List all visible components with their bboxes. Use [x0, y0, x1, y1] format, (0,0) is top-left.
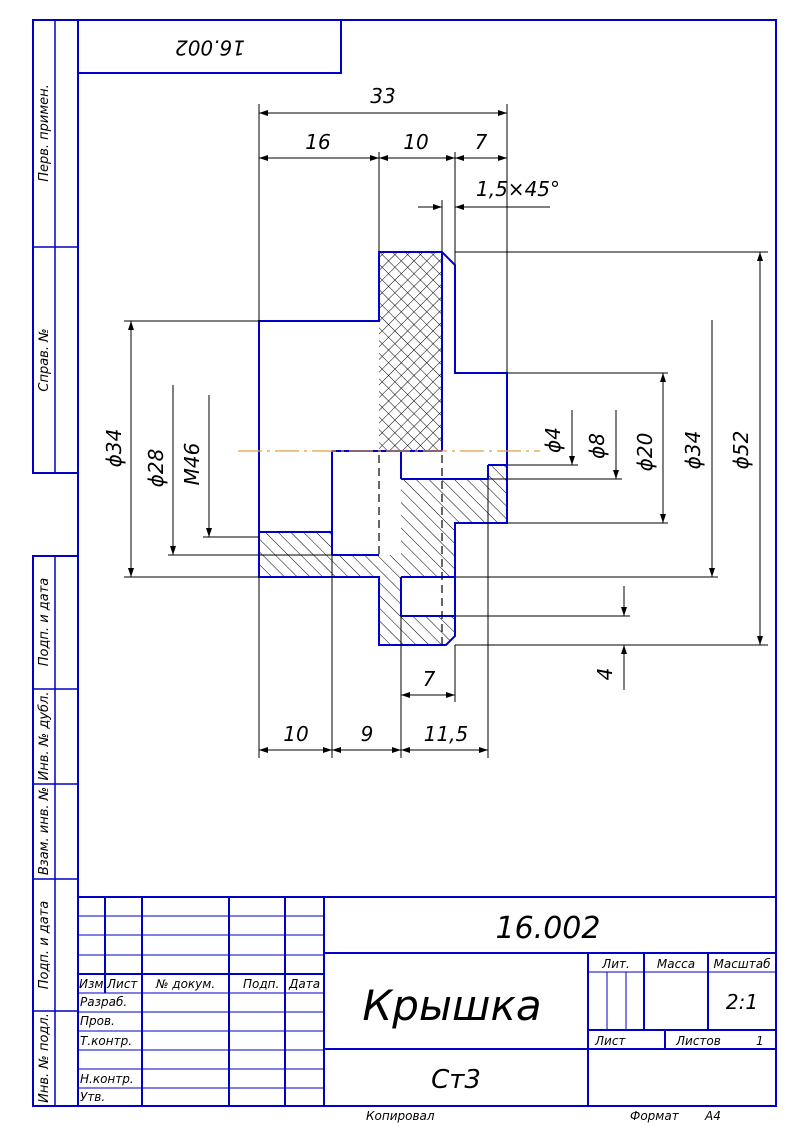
role-tkontr: Т.контр. — [80, 1034, 132, 1048]
dim-9: 9 — [361, 722, 374, 746]
dim-16: 16 — [305, 130, 330, 154]
dim-4: 4 — [593, 668, 617, 681]
format-value: A4 — [704, 1109, 721, 1123]
sheets-count: 1 — [756, 1034, 764, 1048]
side-label-inv-dubl: Инв. № дубл. — [37, 692, 52, 781]
mass-label: Масса — [657, 957, 695, 971]
side-label-podp2: Подп. и дата — [37, 901, 52, 990]
part-title: Крышка — [362, 981, 541, 1030]
side-label-inv-podl: Инв. № подл. — [37, 1013, 52, 1103]
dim-dia28: ϕ28 — [144, 449, 168, 488]
role-nkontr: Н.контр. — [80, 1072, 134, 1086]
dim-10-bottom: 10 — [283, 722, 308, 746]
dim-dia20: ϕ20 — [633, 433, 657, 472]
header-sign: Подп. — [243, 977, 279, 991]
dim-7-bottom: 7 — [423, 667, 436, 691]
dimension-lines — [124, 104, 768, 758]
hatch-lower-body — [379, 555, 401, 577]
header-date: Дата — [288, 977, 320, 991]
role-prov: Пров. — [80, 1014, 115, 1028]
dim-11-5: 11,5 — [424, 722, 469, 746]
part-section — [238, 251, 540, 646]
dim-dia34-right: ϕ34 — [681, 431, 705, 470]
scale-value: 2:1 — [726, 990, 758, 1014]
side-label-perv: Перв. примен. — [37, 84, 52, 182]
side-label-podp1: Подп. и дата — [37, 578, 52, 667]
header-list: Лист — [106, 977, 138, 991]
hatch-lower-flange — [379, 577, 455, 645]
dim-7-top: 7 — [475, 130, 488, 154]
dim-dia34-left: ϕ34 — [102, 429, 126, 468]
dim-10-top: 10 — [403, 130, 428, 154]
dim-thread: M46 — [180, 443, 204, 486]
sheets-label: Листов — [675, 1034, 721, 1048]
copied-label: Копировал — [366, 1109, 435, 1123]
dim-chamfer: 1,5×45° — [476, 177, 560, 201]
title-block — [78, 896, 776, 1106]
dim-dia4: ϕ4 — [541, 427, 565, 453]
top-code: 16.002 — [175, 36, 245, 60]
hatch-hub — [401, 465, 507, 577]
dim-33: 33 — [370, 84, 395, 108]
lit-label: Лит. — [601, 957, 630, 971]
role-utv: Утв. — [80, 1090, 105, 1104]
format-label: Формат — [630, 1109, 680, 1123]
sheet-label: Лист — [594, 1034, 626, 1048]
dim-dia52: ϕ52 — [729, 431, 753, 470]
side-label-sprav: Справ. № — [37, 328, 52, 391]
scale-label: Масштаб — [713, 957, 771, 971]
sheet-frame — [32, 19, 777, 1107]
drawing-code: 16.002 — [496, 911, 601, 946]
header-doc: № докум. — [155, 977, 215, 991]
role-razrab: Разраб. — [80, 995, 127, 1009]
header-izm: Изм. — [79, 977, 107, 991]
material: Ст3 — [431, 1065, 481, 1095]
side-label-vzam: Взам. инв. № — [37, 787, 52, 875]
dim-dia8: ϕ8 — [585, 433, 609, 459]
